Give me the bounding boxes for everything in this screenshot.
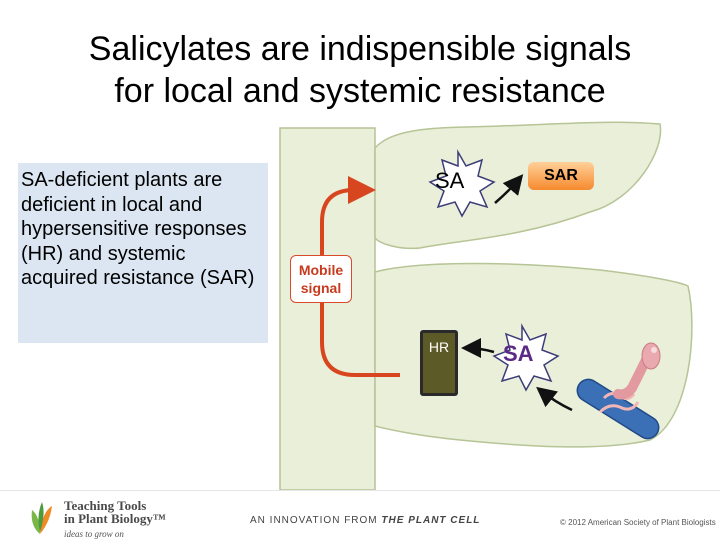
mobile-signal-line-1: Mobile <box>298 262 344 278</box>
brand-line-1: Teaching Tools <box>64 498 147 513</box>
slide-title: Salicylates are indispensible signals fo… <box>0 28 720 112</box>
sa-top-label: SA <box>435 168 465 193</box>
sa-star-top <box>428 149 496 218</box>
title-line-1: Salicylates are indispensible signals <box>88 30 632 68</box>
bacterium-to-sa-arrow <box>536 386 573 412</box>
upper-leaf <box>374 121 662 250</box>
innovation-source: THE PLANT CELL <box>381 515 481 526</box>
innovation-prefix: AN INNOVATION FROM <box>250 515 378 526</box>
bacterium <box>576 378 660 440</box>
brand-logo-text: Teaching Tools in Plant Biology™ ideas t… <box>64 499 166 541</box>
hr-box: HR <box>420 330 458 396</box>
sa-to-hr-arrow <box>461 338 495 359</box>
sar-badge: SAR <box>528 162 594 190</box>
brand-line-2: in Plant Biology™ <box>64 511 166 526</box>
pink-effector <box>613 342 661 400</box>
sa-bottom-label: SA <box>503 341 534 366</box>
sa-to-sar-arrow <box>494 174 524 204</box>
innovation-credit: AN INNOVATION FROM THE PLANT CELL <box>250 515 480 526</box>
sa-star-bottom <box>492 323 560 392</box>
plant-diagram <box>279 121 693 490</box>
footer: Teaching Tools in Plant Biology™ ideas t… <box>0 490 720 541</box>
brand-tagline: ideas to grow on <box>64 529 124 539</box>
mobile-signal-badge: Mobile signal <box>290 255 352 303</box>
mobile-signal-line-2: signal <box>300 280 342 296</box>
sa-deficiency-textbox: SA-deficient plants are deficient in loc… <box>18 163 268 343</box>
plant-stem <box>279 127 376 490</box>
title-line-2: for local and systemic resistance <box>114 72 606 110</box>
leaf-logo-icon <box>31 502 52 534</box>
copyright-notice: © 2012 American Society of Plant Biologi… <box>560 518 716 527</box>
